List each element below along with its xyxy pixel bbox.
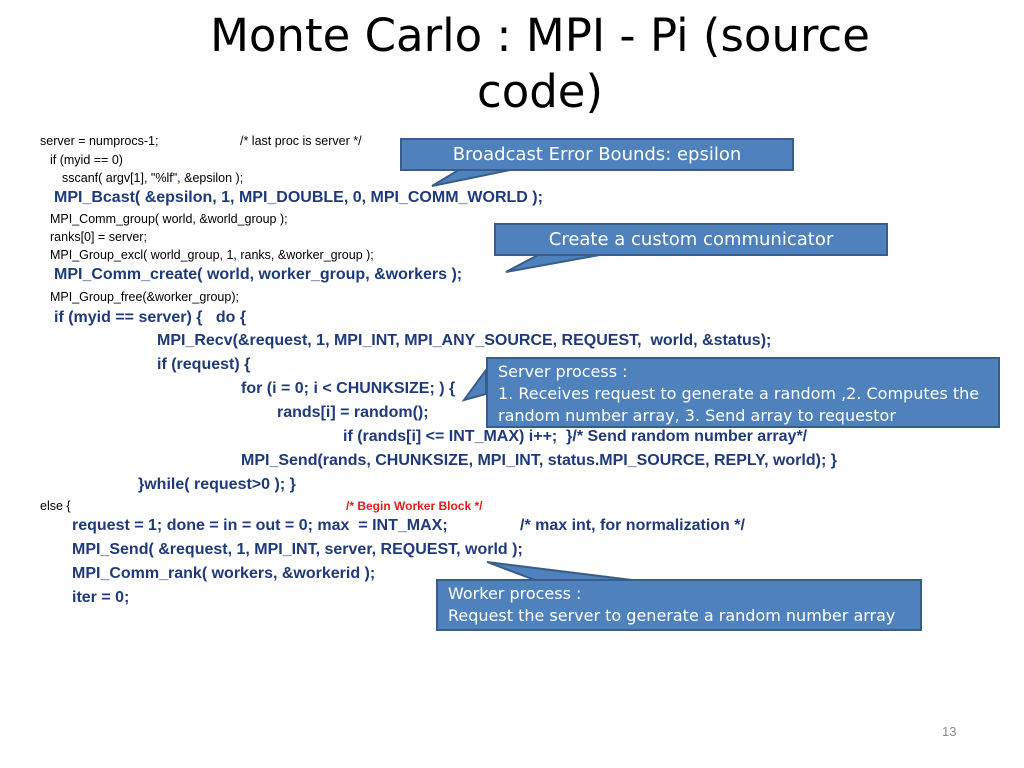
worker-callout-line: Worker process : bbox=[448, 584, 582, 603]
communicator-callout-text: Create a custom communicator bbox=[548, 229, 834, 250]
code-comment: /* max int, for normalization */ bbox=[520, 517, 745, 534]
code-line: MPI_Bcast( &epsilon, 1, MPI_DOUBLE, 0, M… bbox=[54, 189, 543, 206]
title-line-1: Monte Carlo : MPI - Pi (source bbox=[210, 9, 870, 62]
page-number: 13 bbox=[942, 724, 957, 739]
code-line: if (myid == 0) bbox=[50, 153, 123, 167]
server-callout-tail bbox=[461, 366, 487, 402]
code-line: if (rands[i] <= INT_MAX) i++; }/* Send r… bbox=[343, 428, 808, 445]
code-comment-red: /* Begin Worker Block */ bbox=[346, 499, 483, 513]
code-line: server = numprocs-1; bbox=[40, 134, 159, 148]
code-line: MPI_Comm_rank( workers, &workerid ); bbox=[72, 565, 376, 582]
code-line: request = 1; done = in = out = 0; max = … bbox=[72, 517, 448, 534]
code-line: rands[i] = random(); bbox=[277, 404, 429, 421]
code-line: MPI_Group_free(&worker_group); bbox=[50, 290, 239, 304]
broadcast-callout: Broadcast Error Bounds: epsilon bbox=[400, 138, 794, 171]
slide-title: Monte Carlo : MPI - Pi (source code) bbox=[160, 8, 920, 120]
code-comment: /* last proc is server */ bbox=[240, 134, 362, 148]
code-line: MPI_Recv(&request, 1, MPI_INT, MPI_ANY_S… bbox=[157, 332, 772, 349]
code-line: sscanf( argv[1], "%lf", &epsilon ); bbox=[62, 171, 244, 185]
communicator-callout: Create a custom communicator bbox=[494, 223, 888, 256]
worker-process-callout: Worker process : Request the server to g… bbox=[436, 579, 922, 631]
code-line: MPI_Comm_create( world, worker_group, &w… bbox=[54, 266, 463, 283]
server-process-callout: Server process : 1. Receives request to … bbox=[486, 357, 1000, 428]
title-line-2: code) bbox=[476, 65, 604, 118]
code-line: MPI_Comm_group( world, &world_group ); bbox=[50, 212, 288, 226]
server-callout-line: Server process : bbox=[498, 362, 628, 381]
code-line: }while( request>0 ); } bbox=[138, 476, 296, 493]
code-line: ranks[0] = server; bbox=[50, 230, 147, 244]
code-line: iter = 0; bbox=[72, 589, 130, 606]
code-line: for (i = 0; i < CHUNKSIZE; ) { bbox=[241, 380, 456, 397]
broadcast-callout-text: Broadcast Error Bounds: epsilon bbox=[452, 144, 742, 165]
code-line: if (request) { bbox=[157, 356, 251, 373]
worker-callout-line: Request the server to generate a random … bbox=[448, 606, 896, 625]
server-callout-line: 1. Receives request to generate a random… bbox=[498, 384, 980, 403]
code-line: MPI_Group_excl( world_group, 1, ranks, &… bbox=[50, 248, 374, 262]
code-line: else { bbox=[40, 499, 71, 513]
communicator-callout-tail bbox=[505, 253, 606, 273]
worker-callout-tail bbox=[486, 561, 633, 581]
code-line: MPI_Send(rands, CHUNKSIZE, MPI_INT, stat… bbox=[241, 452, 837, 469]
code-line: if (myid == server) { do { bbox=[54, 309, 247, 326]
code-line: MPI_Send( &request, 1, MPI_INT, server, … bbox=[72, 541, 523, 558]
server-callout-line: random number array, 3. Send array to re… bbox=[498, 406, 896, 425]
